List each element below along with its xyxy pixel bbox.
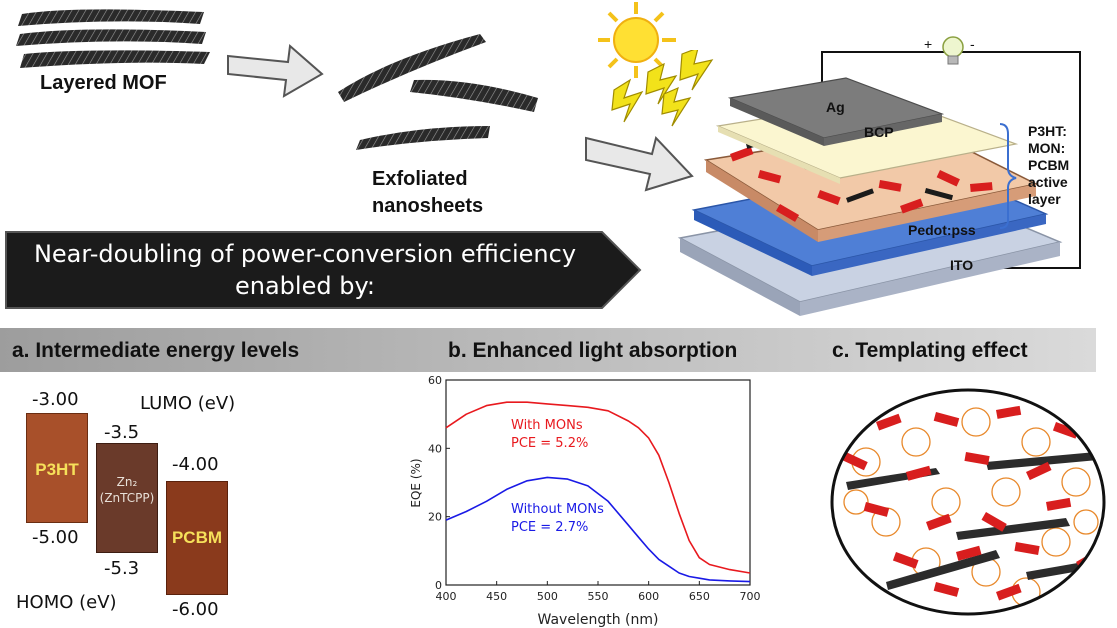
exfoliated-label-line1: Exfoliated — [372, 168, 468, 190]
zn-tcpp-label: Zn₂ (ZnTCPP) — [97, 474, 157, 506]
pcbm-block: PCBM — [166, 481, 228, 595]
homo-value-p3ht: -5.00 — [32, 527, 79, 548]
zntcpp-label: (ZnTCPP) — [99, 491, 155, 505]
minus-terminal: - — [970, 36, 975, 52]
layer-label-ito: ITO — [950, 257, 974, 273]
x-tick-label: 600 — [638, 590, 659, 603]
lumo-value-p3ht: -3.00 — [32, 389, 79, 410]
active-layer-line: PCBM — [1028, 157, 1070, 173]
p3ht-block: P3HT — [26, 413, 88, 523]
nanosheets-illustration — [338, 34, 538, 150]
banner-line1: Near-doubling of power-conversion effici… — [33, 240, 577, 268]
lumo-value-pcbm: -4.00 — [172, 454, 219, 475]
active-layer-line: MON: — [1028, 140, 1066, 156]
layered-mof-label: Layered MOF — [40, 72, 167, 94]
series-line-with-mons — [445, 401, 751, 574]
y-tick-label: 40 — [428, 442, 442, 455]
arrow-right-icon — [227, 44, 324, 98]
active-layer-label: P3HT: MON: PCBM active layer — [1028, 123, 1069, 208]
section-title-a: a. Intermediate energy levels — [12, 339, 300, 362]
lightning-icon — [611, 50, 714, 127]
banner-text: Near-doubling of power-conversion effici… — [10, 238, 600, 302]
x-tick-label: 400 — [436, 590, 457, 603]
lightbulb-icon — [942, 36, 964, 65]
x-tick-label: 500 — [537, 590, 558, 603]
y-tick-label: 20 — [428, 511, 442, 524]
active-layer-line: P3HT: — [1028, 123, 1067, 139]
with-mons-label: With MONs — [511, 418, 583, 433]
active-layer-line: active — [1028, 174, 1068, 190]
exfoliated-label: Exfoliated nanosheets — [372, 166, 483, 220]
p3ht-label: P3HT — [35, 460, 79, 479]
without-mons-pce: PCE = 2.7% — [511, 520, 588, 535]
zn-tcpp-block: Zn₂ (ZnTCPP) — [96, 443, 158, 553]
eqe-chart: 400 450 500 550 600 650 700 0 20 40 60 EQE (%) Wav… — [409, 374, 761, 628]
section-title-b: b. Enhanced light absorption — [448, 339, 738, 362]
layer-label-pedot: Pedot:pss — [908, 222, 976, 238]
homo-value-zn: -5.3 — [104, 558, 140, 579]
active-layer-line: layer — [1028, 191, 1061, 207]
ylabel: EQE (%) — [409, 458, 423, 507]
homo-value-pcbm: -6.00 — [172, 599, 219, 620]
x-tick-label: 700 — [740, 590, 761, 603]
lumo-value-zn: -3.5 — [104, 422, 140, 443]
layer-label-ag: Ag — [826, 99, 845, 115]
xlabel: Wavelength (nm) — [538, 612, 659, 628]
without-mons-label: Without MONs — [511, 502, 604, 517]
plus-terminal: + — [924, 36, 933, 52]
templating-illustration — [830, 388, 1106, 616]
plot-frame — [445, 379, 751, 586]
zn-label: Zn₂ — [116, 475, 138, 489]
section-title-c: c. Templating effect — [832, 339, 1028, 362]
arrow-right-icon — [585, 135, 694, 192]
x-tick-label: 650 — [689, 590, 710, 603]
layered-mof-illustration — [16, 9, 210, 68]
y-tick-label: 0 — [435, 579, 442, 592]
lumo-label: LUMO (eV) — [140, 393, 236, 414]
with-mons-pce: PCE = 5.2% — [511, 436, 588, 451]
series-line-without-mons — [445, 476, 751, 583]
sun-icon — [598, 2, 676, 78]
x-tick-label: 450 — [486, 590, 507, 603]
y-tick-label: 60 — [428, 374, 442, 387]
pcbm-label: PCBM — [171, 528, 223, 547]
section-header-bar — [0, 328, 1096, 372]
exfoliated-label-line2: nanosheets — [372, 195, 484, 217]
banner-line2: enabled by: — [235, 272, 375, 300]
solar-cell-device — [677, 51, 1081, 316]
banner-arrow — [5, 231, 642, 309]
x-tick-label: 550 — [588, 590, 609, 603]
layer-label-bcp: BCP — [864, 124, 894, 140]
homo-label: HOMO (eV) — [16, 592, 117, 613]
